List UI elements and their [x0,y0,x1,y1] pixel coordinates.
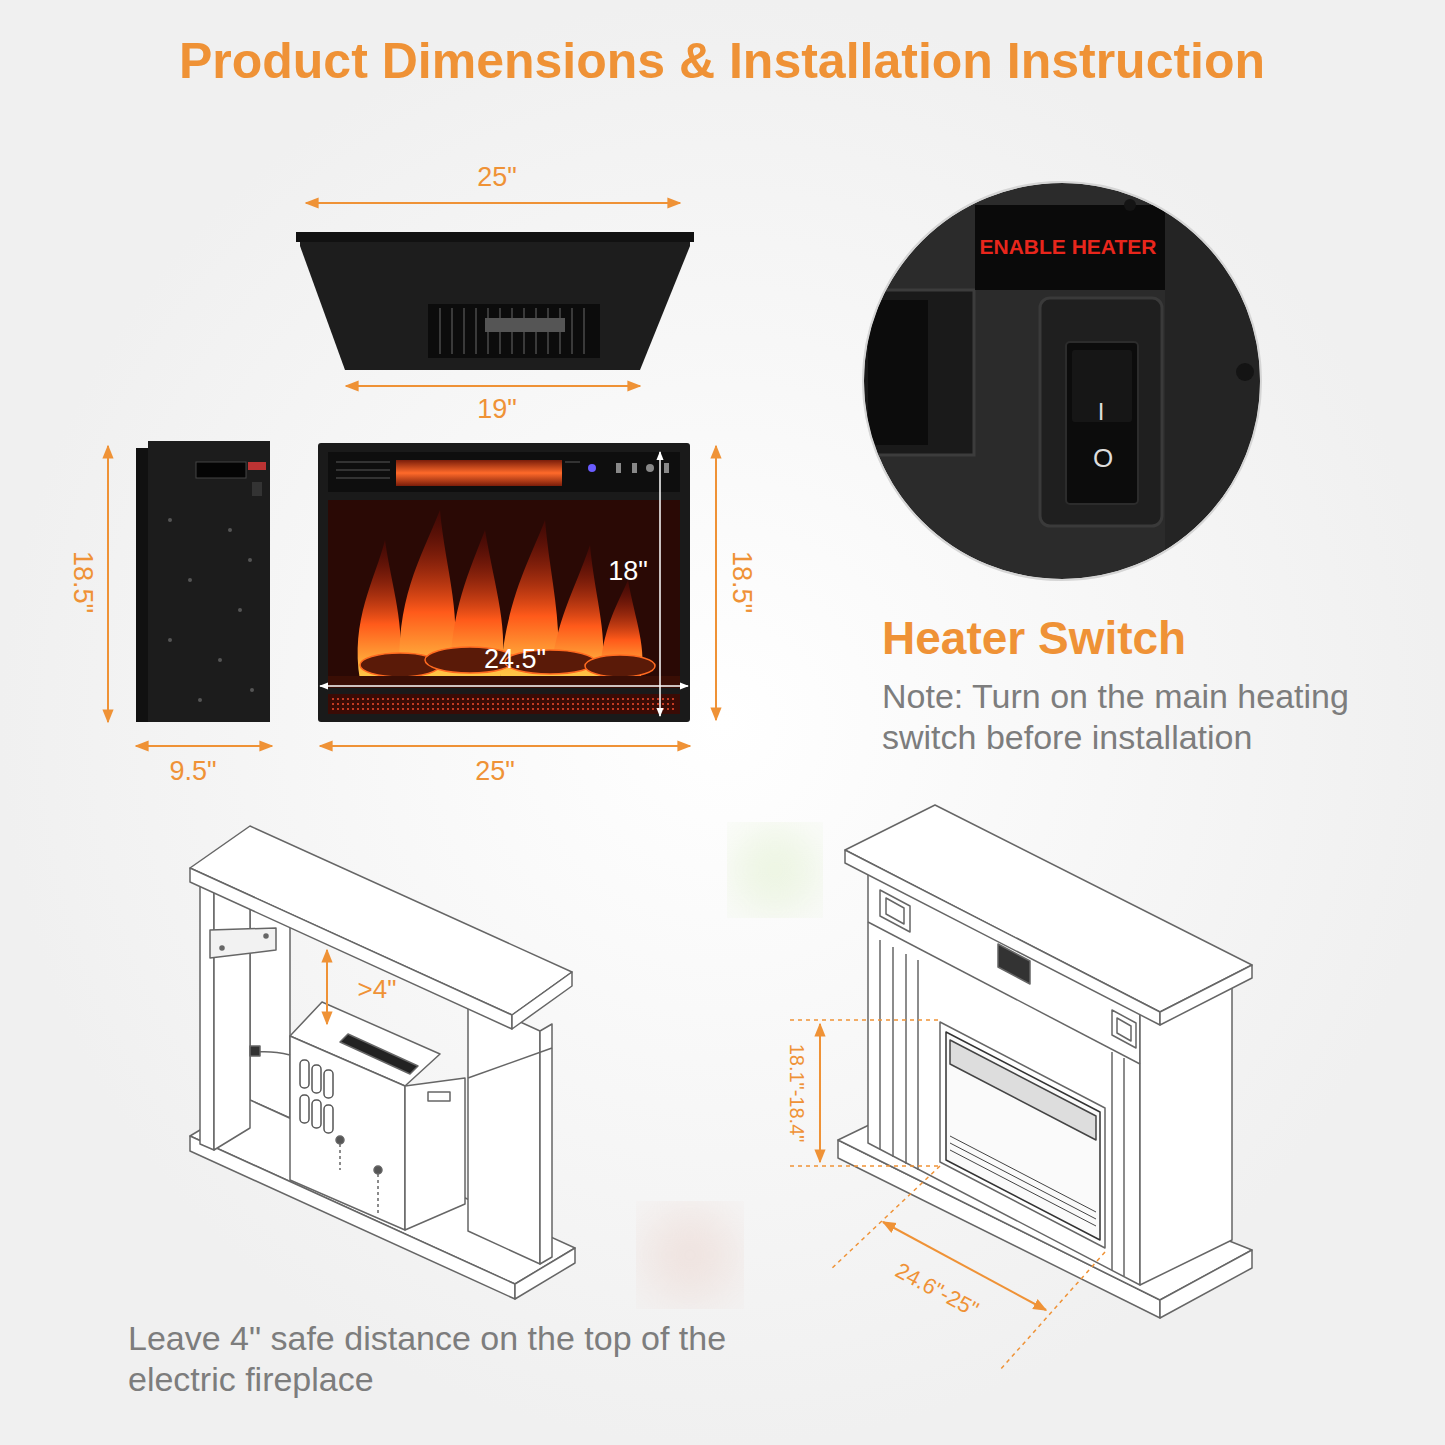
note-text: Leave 4" safe distance on the top of the… [128,1318,748,1401]
dimension-label: 18.5" [66,551,97,613]
switch-closeup [860,180,1270,590]
mantel-assembled [790,805,1252,1370]
dimension-label: I [1098,398,1105,426]
dimension-label: 19" [477,394,517,425]
heading-label: ENABLE HEATER [980,235,1157,259]
dimension-label: 24.6"-25" [891,1258,983,1323]
heading-label: Heater Switch [882,612,1186,665]
dimension-label: 18" [608,556,648,587]
dimension-label: >4" [358,975,397,1005]
top-view [296,203,694,386]
side-view [108,441,272,746]
dimension-label: 25" [477,162,517,193]
blur-spot [645,1210,735,1300]
dimension-label: 18.5" [725,551,756,613]
dimension-label: 9.5" [169,756,216,787]
front-view [318,443,716,746]
note-text: Note: Turn on the main heating switch be… [882,676,1412,759]
mantel-open [190,826,575,1299]
dimension-label: 18.1"-18.4" [785,1044,808,1143]
title: Product Dimensions & Installation Instru… [179,33,1265,91]
dimension-label: O [1093,444,1113,474]
dimension-label: 25" [475,756,515,787]
blur-spot [735,830,815,910]
dimension-label: 24.5" [484,644,546,675]
